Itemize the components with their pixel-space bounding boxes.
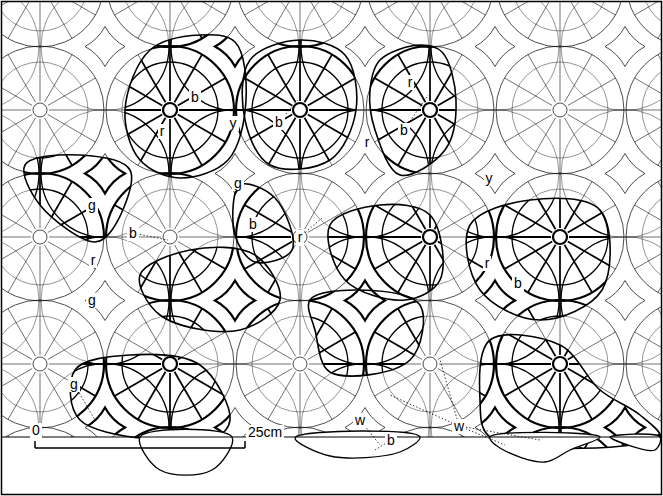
colour-label: 25cm xyxy=(246,425,284,440)
colour-label: b xyxy=(127,226,139,241)
floor-line xyxy=(2,436,661,437)
colour-label: r xyxy=(296,230,305,245)
leader-lines xyxy=(74,95,540,450)
colour-label: r xyxy=(406,75,415,90)
colour-label: r xyxy=(158,124,167,139)
scale-bar xyxy=(35,441,245,448)
floor-fragments xyxy=(139,429,660,475)
colour-label: b xyxy=(385,433,397,448)
colour-label: b xyxy=(273,115,285,130)
colour-label: b xyxy=(512,276,524,291)
colour-label: r xyxy=(363,135,372,150)
colour-label: 0 xyxy=(30,423,42,438)
colour-label: r xyxy=(89,253,98,268)
colour-label: b xyxy=(398,123,410,138)
colour-label: g xyxy=(232,176,244,191)
colour-label: g xyxy=(86,198,98,213)
colour-label: y xyxy=(228,116,239,131)
colour-label: g xyxy=(68,377,80,392)
fragment-outlines xyxy=(24,35,660,449)
colour-label: g xyxy=(86,293,98,308)
colour-label: w xyxy=(353,413,367,428)
colour-label: r xyxy=(483,256,492,271)
colour-label: w xyxy=(452,419,466,434)
colour-label: y xyxy=(484,171,495,186)
circle-pattern xyxy=(2,2,661,437)
colour-label: b xyxy=(247,217,259,232)
colour-label: b xyxy=(189,90,201,105)
